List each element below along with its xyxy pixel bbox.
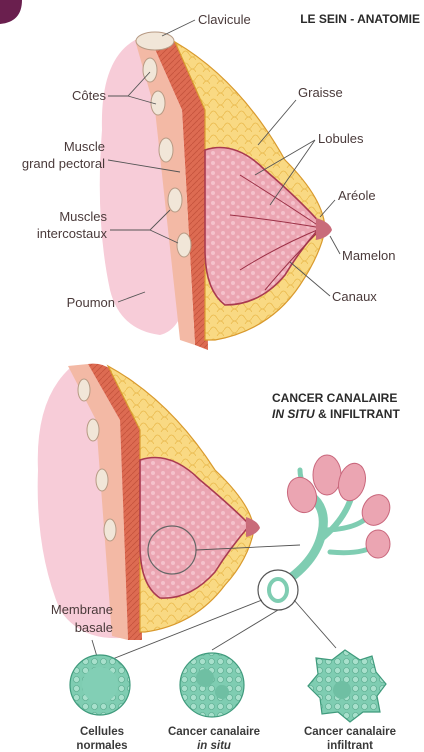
label-mamelon: Mamelon [342, 248, 395, 263]
label-cotes: Côtes [72, 88, 106, 103]
anatomy-illustration [100, 32, 332, 350]
label-membrane-1: Membrane [51, 602, 113, 617]
cancer-illustration [38, 364, 396, 640]
label-lobules: Lobules [318, 131, 364, 146]
cancer-title-insitu: IN SITU [272, 407, 315, 421]
label-muscles-ic-2: intercostaux [37, 226, 108, 241]
cell-infiltrant [308, 650, 386, 722]
cell-in-situ [180, 653, 244, 717]
caption-infiltrant-1: Cancer canalaire [304, 726, 396, 738]
ductal-tree [268, 455, 395, 592]
caption-infiltrant-2: infiltrant [327, 740, 373, 752]
nipple-2 [246, 517, 260, 537]
nipple [316, 218, 332, 240]
label-areole: Aréole [338, 188, 376, 203]
corner-badge [0, 0, 22, 24]
label-muscles-ic-1: Muscles [59, 209, 107, 224]
duct-section [269, 579, 287, 601]
label-muscle-gp-2: grand pectoral [22, 156, 105, 171]
clavicle-bone [136, 32, 174, 50]
label-graisse: Graisse [298, 85, 343, 100]
cancer-title-line1: CANCER CANALAIRE [272, 391, 397, 405]
label-muscle-gp-1: Muscle [64, 139, 105, 154]
label-clavicule: Clavicule [198, 12, 251, 27]
mammary-gland-2 [140, 458, 250, 599]
caption-insitu-2: in situ [197, 740, 231, 752]
label-membrane-2: basale [75, 620, 113, 635]
cancer-title-line2: IN SITU & INFILTRANT [272, 407, 400, 421]
caption-normal-1: Cellules [80, 726, 124, 738]
mammary-gland [205, 148, 322, 306]
cell-normal [70, 655, 130, 715]
cancer-title-rest: & INFILTRANT [315, 407, 401, 421]
label-canaux: Canaux [332, 289, 377, 304]
label-poumon: Poumon [67, 295, 115, 310]
caption-normal-2: normales [76, 740, 127, 752]
anatomy-title: LE SEIN - ANATOMIE [300, 12, 420, 26]
caption-insitu-1: Cancer canalaire [168, 726, 260, 738]
